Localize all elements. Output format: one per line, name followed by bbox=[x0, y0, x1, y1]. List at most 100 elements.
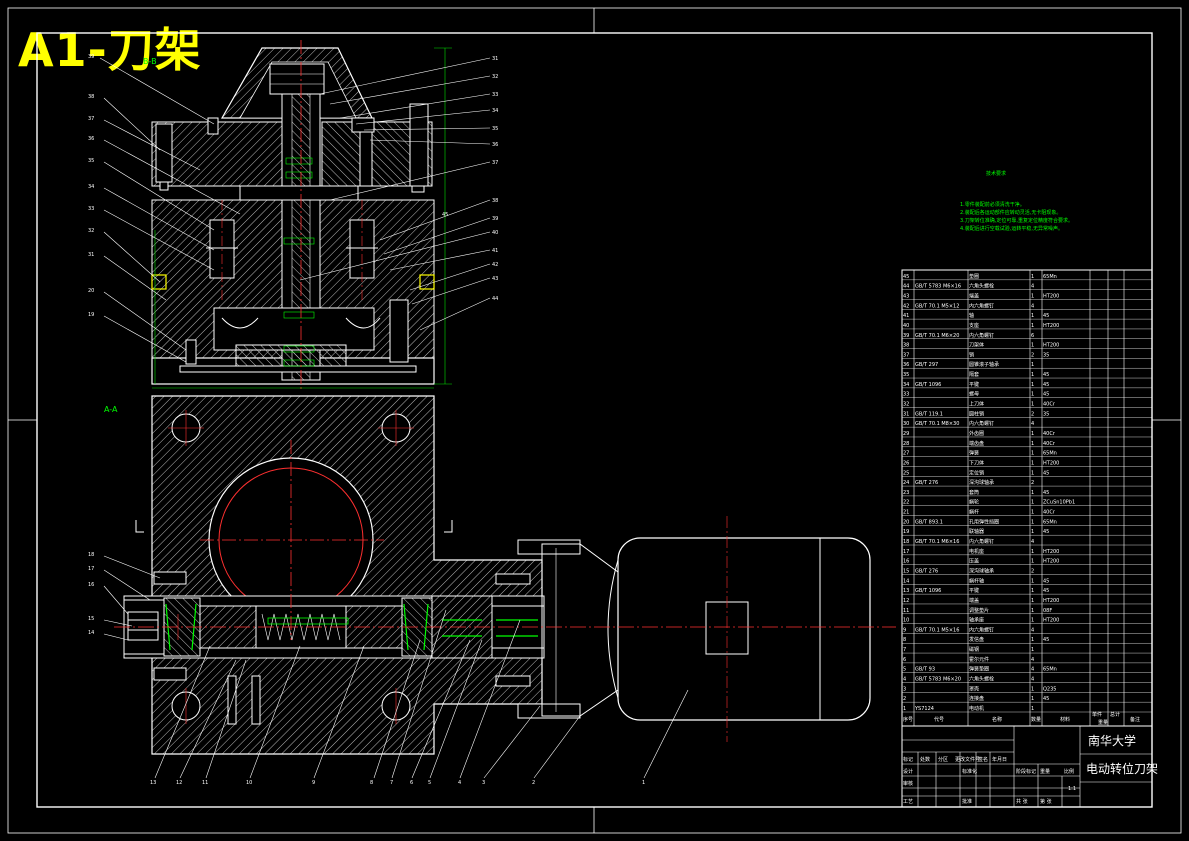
bom-cell: 35 bbox=[903, 372, 909, 378]
bom-cell: 4 bbox=[1031, 284, 1034, 290]
balloon: 13 bbox=[150, 780, 156, 786]
bom-cell: 1 bbox=[1031, 559, 1034, 565]
bom-cell: 14 bbox=[903, 578, 909, 584]
bom-cell: 1 bbox=[1031, 372, 1034, 378]
bom-cell: 1 bbox=[1031, 510, 1034, 516]
bom-cell: 压盖 bbox=[969, 558, 979, 565]
bom-cell: Q235 bbox=[1043, 686, 1056, 692]
bom-cell: 蜗杆 bbox=[969, 509, 979, 516]
bom-cell: HT200 bbox=[1043, 323, 1059, 329]
bom-cell: 28 bbox=[903, 441, 909, 447]
bom-cell: 16 bbox=[903, 559, 909, 565]
bom-cell: 套筒 bbox=[969, 489, 979, 496]
bom-cell: GB/T 70.1 M6×20 bbox=[915, 333, 959, 339]
balloon: 37 bbox=[88, 116, 94, 122]
bom-cell: YS7124 bbox=[914, 706, 934, 712]
bom-cell: 1 bbox=[1031, 549, 1034, 555]
tech-req-heading: 技术要求 bbox=[986, 170, 1006, 177]
balloon: 41 bbox=[492, 248, 498, 254]
bom-cell: 42 bbox=[903, 303, 909, 309]
bom-cell: 45 bbox=[903, 274, 909, 280]
bom-cell: 2 bbox=[1031, 568, 1034, 574]
bom-cell: 孔用弹性挡圈 bbox=[969, 518, 999, 525]
balloon: 38 bbox=[492, 198, 498, 204]
bom-cell: 内六角螺钉 bbox=[969, 538, 994, 545]
bom-cell: 六角头螺栓 bbox=[969, 283, 994, 290]
tb-approve: 批准 bbox=[962, 798, 972, 805]
bom-cell: 43 bbox=[903, 293, 909, 299]
bom-cell: 1 bbox=[1031, 686, 1034, 692]
bom-cell: 1 bbox=[1031, 313, 1034, 319]
balloon-group-aa-left: 18 17 16 15 14 bbox=[88, 552, 94, 636]
bom-cell: HT200 bbox=[1043, 598, 1059, 604]
balloon: 39 bbox=[88, 54, 94, 60]
bom-cell: 44 bbox=[903, 284, 909, 290]
bom-cell: 端齿盘 bbox=[969, 440, 984, 447]
balloon: 19 bbox=[88, 312, 94, 318]
bom-cell: 6 bbox=[1031, 333, 1034, 339]
balloon: 35 bbox=[88, 158, 94, 164]
section-bb-view: B-B bbox=[143, 40, 452, 392]
bom-cell: GB/T 1096 bbox=[915, 588, 941, 594]
bom-cell: 27 bbox=[903, 451, 909, 457]
balloon-group-bb-left: 39 38 37 36 35 34 33 32 31 20 19 bbox=[88, 54, 94, 318]
bom-cell: 内六角螺钉 bbox=[969, 332, 994, 339]
bom-cell: 29 bbox=[903, 431, 909, 437]
drawing-title: A1-刀架 bbox=[18, 23, 202, 77]
tech-req-line: 1.零件装配前必须清洗干净。 bbox=[960, 201, 1025, 208]
bom-cell: 磁钢 bbox=[969, 646, 979, 653]
bom-cell: 36 bbox=[903, 362, 909, 368]
bom-cell: 24 bbox=[903, 480, 909, 486]
tb-ratio: 比例 bbox=[1064, 768, 1074, 775]
bom-cell: 45 bbox=[1043, 470, 1049, 476]
balloon: 8 bbox=[370, 780, 373, 786]
bom-cell: 2 bbox=[1031, 411, 1034, 417]
bom-cell: 6 bbox=[903, 657, 906, 663]
balloon-group-bb-right: 31 32 33 34 35 36 37 38 39 40 41 42 43 4… bbox=[442, 56, 498, 302]
balloon: 31 bbox=[492, 56, 498, 62]
bom-cell: 弹簧垫圈 bbox=[969, 666, 989, 673]
bom-cell: 霍尔元件 bbox=[969, 656, 989, 663]
bom-cell: 定位销 bbox=[969, 469, 984, 476]
bom-cell: 1 bbox=[1031, 647, 1034, 653]
balloon: 43 bbox=[492, 276, 498, 282]
bom-cell: 33 bbox=[903, 392, 909, 398]
bom-cell: 联轴器 bbox=[969, 528, 984, 535]
bom-cell: GB/T 276 bbox=[915, 480, 938, 486]
bom-cell: 垫圈 bbox=[969, 273, 979, 280]
bom-cell: ZCuSn10Pb1 bbox=[1043, 500, 1075, 506]
tb-date: 年月日 bbox=[992, 756, 1007, 763]
tb-sheet-no: 第 张 bbox=[1040, 798, 1052, 805]
bom-cell: 4 bbox=[1031, 421, 1034, 427]
bom-cell: 1 bbox=[1031, 490, 1034, 496]
bom-cell: 32 bbox=[903, 402, 909, 408]
bom-cell: HT200 bbox=[1043, 618, 1059, 624]
bom-cell: 37 bbox=[903, 352, 909, 358]
bom-cell: 13 bbox=[903, 588, 909, 594]
balloon: 44 bbox=[492, 296, 498, 302]
bom-cell: 17 bbox=[903, 549, 909, 555]
bom-cell: HT200 bbox=[1043, 559, 1059, 565]
tb-stage: 阶段标记 bbox=[1016, 768, 1036, 775]
bom-cell: GB/T 5783 M6×16 bbox=[915, 284, 961, 290]
tb-sign: 签名 bbox=[978, 756, 988, 763]
balloon: 34 bbox=[88, 184, 94, 190]
bom-cell: 1 bbox=[1031, 470, 1034, 476]
bom-cell: 65Mn bbox=[1043, 451, 1057, 457]
bom-cell: 轴 bbox=[969, 312, 974, 319]
balloon: 34 bbox=[492, 108, 498, 114]
bom-cell: 45 bbox=[1043, 372, 1049, 378]
bom-cell: 1 bbox=[1031, 706, 1034, 712]
tb-weight: 重量 bbox=[1040, 768, 1050, 775]
balloon: 6 bbox=[410, 780, 413, 786]
bom-cell: 4 bbox=[1031, 303, 1034, 309]
bom-cell: 41 bbox=[903, 313, 909, 319]
drawing-name: 电动转位刀架 bbox=[1086, 761, 1158, 776]
bom-cell: 45 bbox=[1043, 637, 1049, 643]
balloon: 42 bbox=[492, 262, 498, 268]
bom-cell: 1 bbox=[1031, 519, 1034, 525]
bom-cell: 销 bbox=[969, 351, 974, 358]
bom-cell: 深沟球轴承 bbox=[969, 479, 994, 486]
header-unit: 单件 bbox=[1092, 711, 1102, 718]
bom-cell: HT200 bbox=[1043, 293, 1059, 299]
